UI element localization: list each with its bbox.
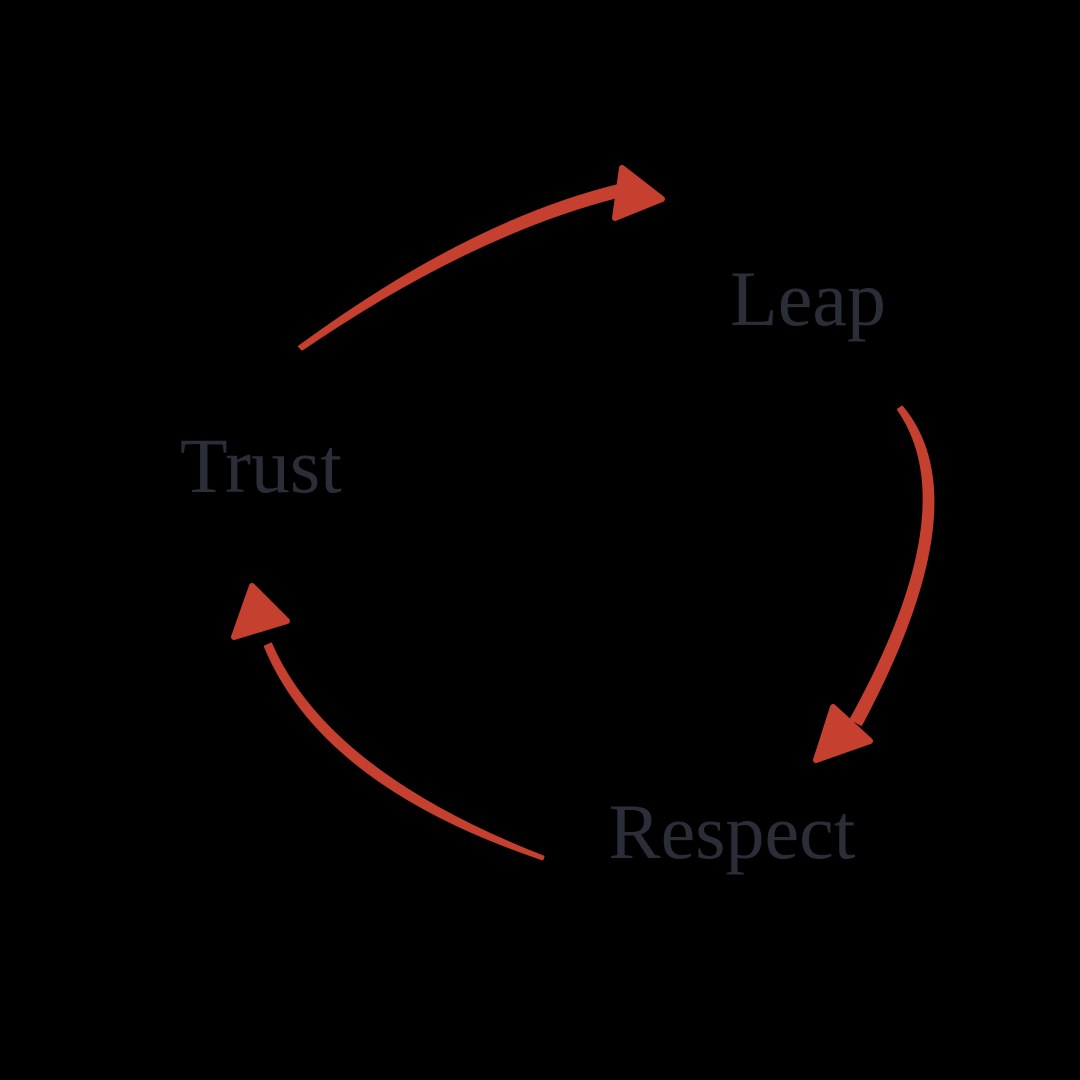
node-label-trust: Trust [180,422,342,509]
arrow-trust-to-leap [298,165,665,351]
arrow-leap-to-respect-head [813,704,873,763]
arrow-respect-to-trust-head [231,583,290,640]
arrow-trust-to-leap-head [612,165,665,221]
arrow-respect-to-trust-shaft [263,642,545,861]
arrow-trust-to-leap-shaft [298,183,621,351]
arrow-leap-to-respect [813,405,935,763]
node-label-respect: Respect [608,788,856,875]
arrow-respect-to-trust [231,583,545,861]
node-label-leap: Leap [730,255,886,342]
arrow-leap-to-respect-shaft [849,405,935,726]
